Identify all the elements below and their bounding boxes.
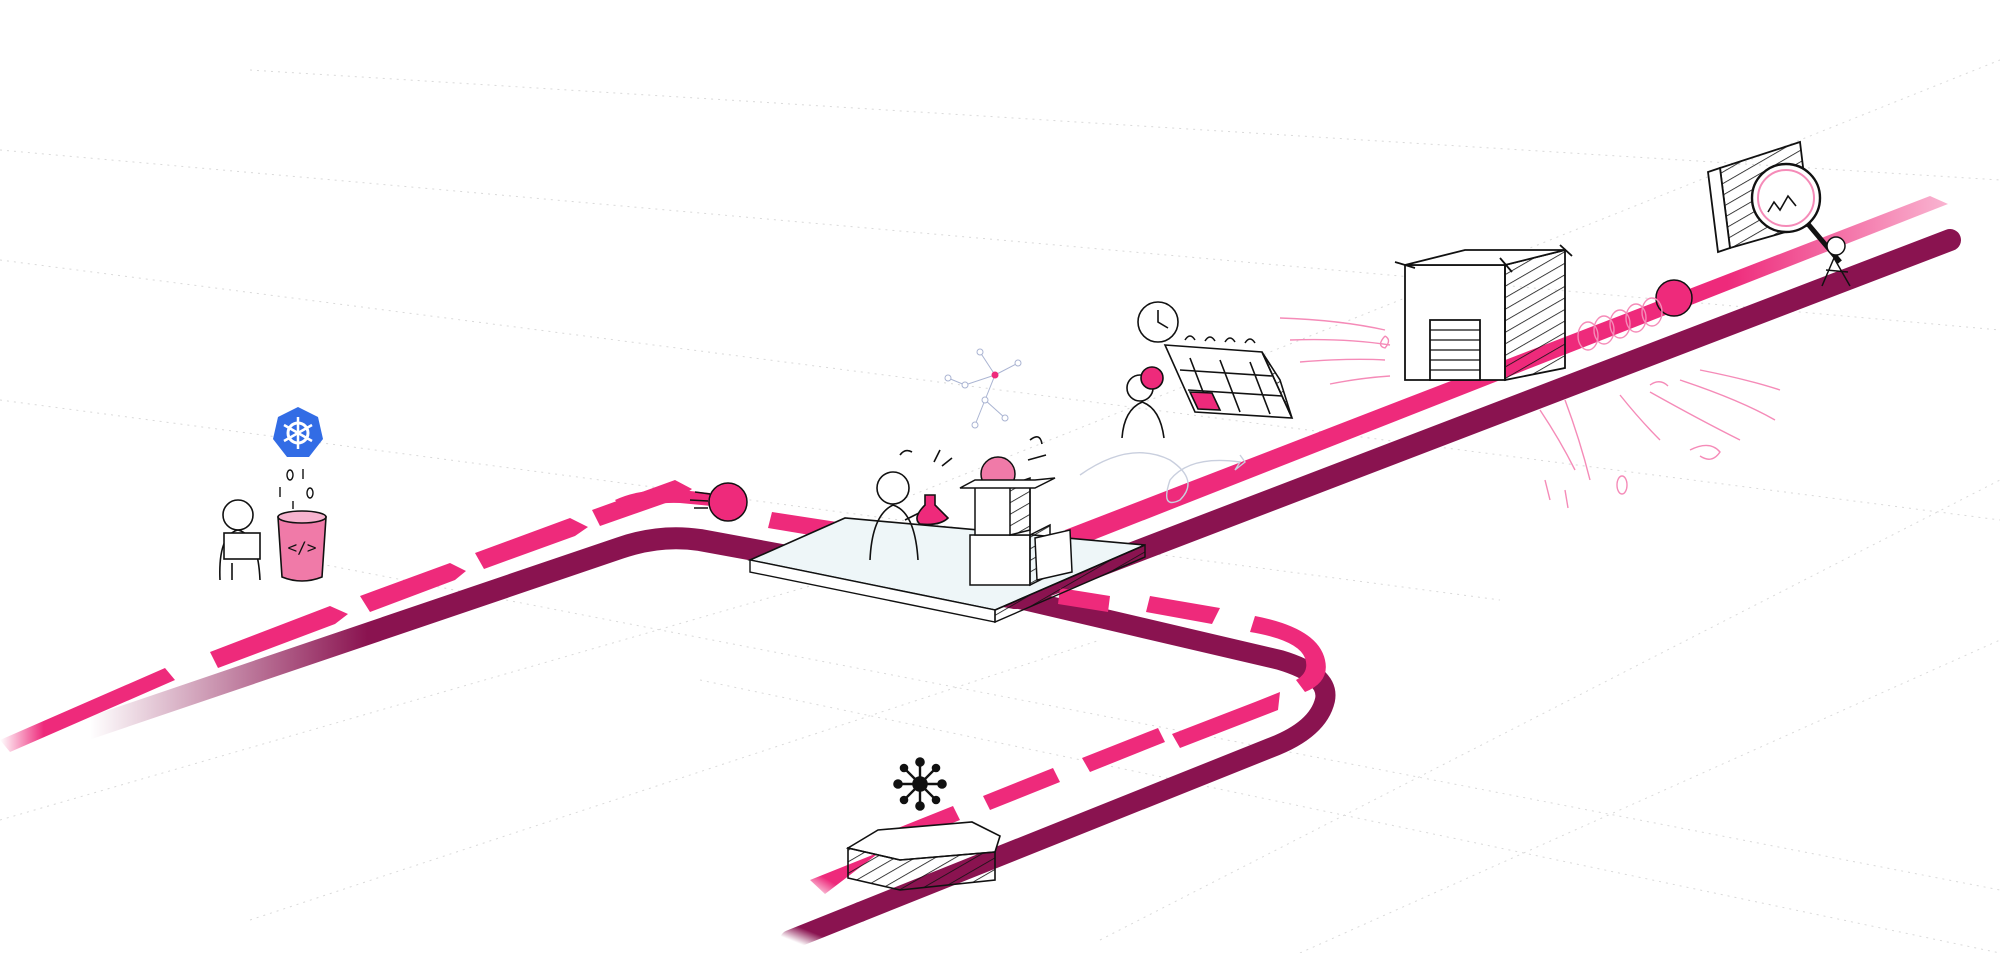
scheduler-figure — [1121, 366, 1165, 439]
flight-loop — [1079, 452, 1246, 504]
dark-track-branch — [850, 588, 1336, 922]
arrow-segment — [475, 518, 588, 569]
arrow-segment — [1058, 588, 1110, 612]
motion-lines — [689, 491, 711, 509]
curve-segment — [615, 489, 712, 512]
network-graph-icon — [944, 348, 1022, 429]
arrow-segment — [1082, 728, 1165, 772]
calendar-clock-icon — [1163, 335, 1294, 419]
experimentation-platform — [747, 348, 1146, 624]
code-bucket-icon: </> — [277, 510, 327, 582]
pink-track — [0, 196, 1948, 894]
rolling-balls — [689, 279, 1693, 522]
speed-lines-left — [1279, 317, 1391, 385]
dark-track — [79, 229, 1961, 950]
ball-right — [1655, 279, 1693, 317]
edge-base — [845, 757, 1001, 891]
flask-scientist-icon — [869, 436, 1047, 561]
clock-icon — [1137, 301, 1179, 343]
stacked-boxes — [959, 476, 1073, 587]
arrow-segment — [360, 563, 466, 612]
ball-left — [708, 482, 748, 522]
speed-lines-burst — [1539, 369, 1781, 509]
hexagon-side — [847, 846, 996, 891]
magnifier-chart-icon — [1707, 140, 1851, 287]
svg-text:</>: </> — [288, 538, 317, 557]
dark-track-upper — [1004, 229, 1961, 609]
arrow-segment — [983, 768, 1060, 810]
dark-track-left — [79, 527, 1026, 739]
spring-coil — [1577, 297, 1663, 351]
code-repository-station: </> — [219, 407, 327, 582]
curve-segment — [1250, 616, 1326, 692]
arrow-segment — [1146, 596, 1220, 624]
developer-figure — [219, 499, 261, 581]
arrow-segment — [210, 606, 348, 668]
platform-hatch-side — [994, 543, 1146, 624]
hub-network-icon — [893, 757, 947, 811]
arrow-segment — [0, 668, 175, 752]
dark-track-fade-bottom — [780, 902, 870, 950]
binary-flow — [279, 469, 314, 509]
inspector-figure — [1821, 236, 1851, 287]
arrow-segment — [1172, 692, 1280, 748]
scheduling-station — [1079, 301, 1294, 504]
garage-box-icon — [1394, 244, 1573, 382]
kubernetes-icon — [273, 407, 323, 457]
